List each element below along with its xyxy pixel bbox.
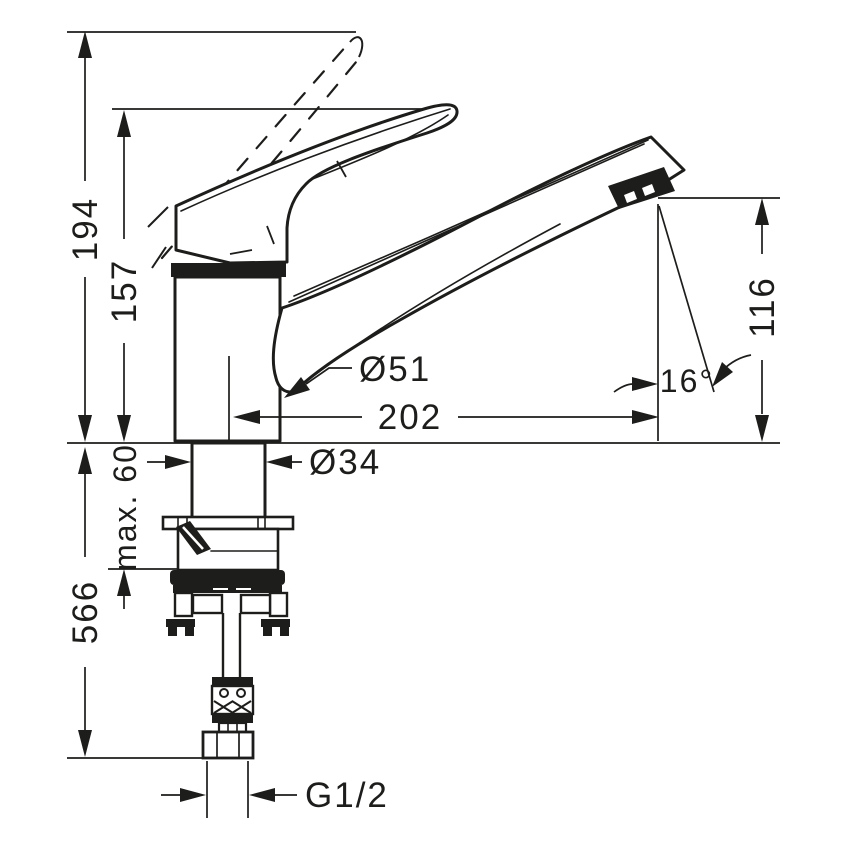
reference-lines bbox=[67, 31, 780, 759]
arrowhead-up bbox=[78, 31, 92, 58]
aerator-notch-1 bbox=[624, 191, 637, 203]
dim-spout-height-label: 116 bbox=[743, 276, 782, 338]
arrowhead-down bbox=[755, 415, 769, 442]
dim-stream-angle-label: 16° bbox=[660, 363, 714, 399]
dim-handle-height-label: 157 bbox=[105, 259, 144, 323]
lever-handle bbox=[174, 103, 459, 265]
spout-highlight-2 bbox=[293, 139, 649, 297]
mounting-screw-left bbox=[166, 619, 195, 636]
supply-hose bbox=[221, 613, 242, 677]
dimension-spout-height: 116 bbox=[743, 198, 782, 442]
extension-lines bbox=[206, 761, 249, 818]
dim-body-diameter-label: Ø51 bbox=[359, 350, 431, 389]
fitting-panel-right bbox=[239, 593, 272, 615]
handle-highlight-1 bbox=[180, 108, 451, 212]
arrowhead-right bbox=[180, 788, 206, 802]
dimension-max-thickness: max. 60 bbox=[107, 443, 143, 609]
handle-highlight-2 bbox=[309, 114, 449, 181]
handle-base-ring bbox=[171, 263, 286, 277]
arrowhead-up bbox=[78, 447, 92, 474]
dimension-body-diameter: Ø51 bbox=[284, 350, 431, 398]
dim-hose-length-label: 566 bbox=[66, 580, 105, 644]
dimension-total-height: 194 bbox=[66, 31, 105, 442]
arrowhead-left bbox=[249, 788, 275, 802]
mounting-screw-right bbox=[261, 619, 290, 636]
arrowhead-up bbox=[117, 569, 131, 596]
dim-total-height-label: 194 bbox=[66, 197, 105, 261]
lever-handle-outline bbox=[174, 103, 459, 265]
aerator-block bbox=[608, 167, 675, 209]
arrowhead-left bbox=[233, 410, 260, 424]
dimension-shank-diameter: Ø34 bbox=[147, 443, 381, 482]
aerator bbox=[608, 167, 675, 209]
raised-handle-tip-cap bbox=[349, 36, 364, 58]
fitting-panel-left bbox=[191, 593, 224, 615]
dimension-hose-length: 566 bbox=[66, 447, 105, 757]
arrowhead-right bbox=[632, 377, 658, 391]
dimension-handle-height: 157 bbox=[105, 110, 144, 442]
leader-arrowhead bbox=[284, 377, 310, 398]
arrowhead-left bbox=[266, 455, 292, 469]
mounting-shank bbox=[190, 441, 267, 520]
dim-spout-reach-label: 202 bbox=[378, 398, 442, 437]
dimension-stream-angle: 16° bbox=[613, 204, 752, 441]
mounting-assembly bbox=[161, 441, 295, 760]
spout bbox=[271, 135, 686, 394]
arrowhead-down bbox=[117, 415, 131, 442]
motion-hatch-marks bbox=[147, 206, 169, 269]
dimension-spout-reach: 202 bbox=[228, 356, 659, 441]
arrowhead-right bbox=[632, 410, 659, 424]
dimension-connection-thread: G1/2 bbox=[161, 761, 389, 818]
arrowhead-right bbox=[165, 455, 191, 469]
dim-connection-thread-label: G1/2 bbox=[305, 776, 389, 815]
spout-highlight-3 bbox=[307, 223, 561, 381]
arrowhead-up bbox=[755, 198, 769, 225]
hose-crimp-connector bbox=[210, 677, 255, 734]
mounting-leg-left bbox=[173, 591, 194, 618]
mounting-nut-body bbox=[176, 527, 280, 572]
arrowhead-up bbox=[117, 110, 131, 137]
arrowhead-down bbox=[78, 415, 92, 442]
dim-max-thickness-label: max. 60 bbox=[107, 443, 143, 571]
angled-stream-line bbox=[658, 205, 715, 393]
dim-shank-diameter-label: Ø34 bbox=[309, 443, 381, 482]
spout-highlight-1 bbox=[288, 143, 645, 303]
arrowhead-curved bbox=[712, 362, 733, 387]
hose-hex-nut bbox=[201, 730, 255, 760]
handle-detail-ticks bbox=[229, 160, 347, 255]
arrowhead-down bbox=[78, 730, 92, 757]
aerator-notch-2 bbox=[642, 184, 655, 196]
faucet-body bbox=[173, 275, 282, 443]
mounting-leg-right bbox=[268, 591, 289, 618]
wedge-washer-highlight bbox=[182, 526, 204, 550]
mounting-nut-flange bbox=[170, 570, 285, 585]
spout-outline bbox=[271, 135, 686, 394]
